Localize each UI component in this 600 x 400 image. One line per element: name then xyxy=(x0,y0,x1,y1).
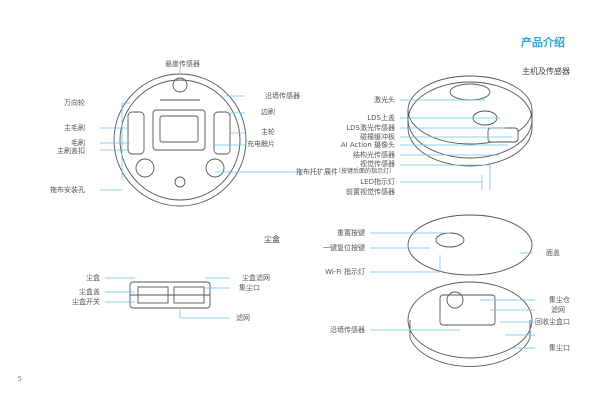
dustbox-leaders xyxy=(105,277,230,319)
label-open-8: 滤网 xyxy=(551,306,565,314)
label-dust-6: 尘盒开关 xyxy=(72,298,100,306)
label-left-3: 主刷盖扣 xyxy=(57,147,85,155)
label-open-3: 面盖 xyxy=(546,249,560,257)
label-right-2: 主轮 xyxy=(261,128,275,136)
page-title: 产品介绍 xyxy=(521,36,565,49)
label-top-10: 前置视觉传感器 xyxy=(346,188,395,196)
label-right-1: 边刷 xyxy=(261,108,275,116)
label-dust-3: 集尘口 xyxy=(239,284,260,292)
page-number: 5 xyxy=(17,375,22,383)
robot-bottom-view-illustration xyxy=(113,73,247,207)
label-top-0: 激光头 xyxy=(374,96,395,104)
label-cliff-sensor: 悬崖传感器 xyxy=(165,60,200,68)
label-dust-0: 尘盒 xyxy=(86,274,100,282)
label-open-10: 集尘口 xyxy=(549,344,570,352)
label-top-4: AI Action 摄像头 xyxy=(340,141,395,149)
label-right-5: 拖布托扩展件 xyxy=(296,168,338,176)
label-right-3: 充电触片 xyxy=(247,140,275,148)
label-open-7: 集尘仓 xyxy=(549,296,570,304)
label-right-0: 沿墙传感器 xyxy=(265,92,300,100)
label-left-2: 毛刷 xyxy=(71,139,85,147)
label-top-1: LDS上盖 xyxy=(367,114,395,122)
label-left-0: 万向轮 xyxy=(64,99,85,107)
label-open-2: 一键复位按键 xyxy=(323,244,365,252)
label-open-9: 回收尘盒口 xyxy=(535,318,570,326)
label-top-5: 结构光传感器 xyxy=(353,151,395,159)
top-view-leaders xyxy=(400,99,512,190)
open-view-heading: 尘盒 xyxy=(264,235,280,244)
label-top-9: （按键后面的指示灯） xyxy=(334,168,395,175)
label-top-6: 视觉传感器 xyxy=(360,160,395,168)
robot-top-view-illustration xyxy=(407,75,533,167)
label-top-8: LED指示灯 xyxy=(360,178,395,186)
label-left-4: 拖布安装孔 xyxy=(50,186,85,194)
label-dust-1: 尘盒盖 xyxy=(79,288,100,296)
label-open-6: 沿墙传感器 xyxy=(330,326,365,334)
open-view-leaders xyxy=(370,232,535,349)
dustbox-illustration xyxy=(129,281,211,309)
bottom-view-leaders xyxy=(100,67,301,191)
label-top-3: 碰撞缓冲板 xyxy=(360,133,395,141)
robot-open-illustration xyxy=(407,214,533,367)
label-top-2: LDS激光传感器 xyxy=(346,124,395,132)
label-open-0: 重置按键 xyxy=(337,229,365,237)
label-open-1: Wi-Fi 指示灯 xyxy=(325,268,365,276)
label-dust-5: 尘盒滤网 xyxy=(242,274,270,282)
section-subtitle: 主机及传感器 xyxy=(522,67,570,76)
label-dust-4: 滤网 xyxy=(236,314,250,322)
label-left-1: 主毛刷 xyxy=(64,124,85,132)
